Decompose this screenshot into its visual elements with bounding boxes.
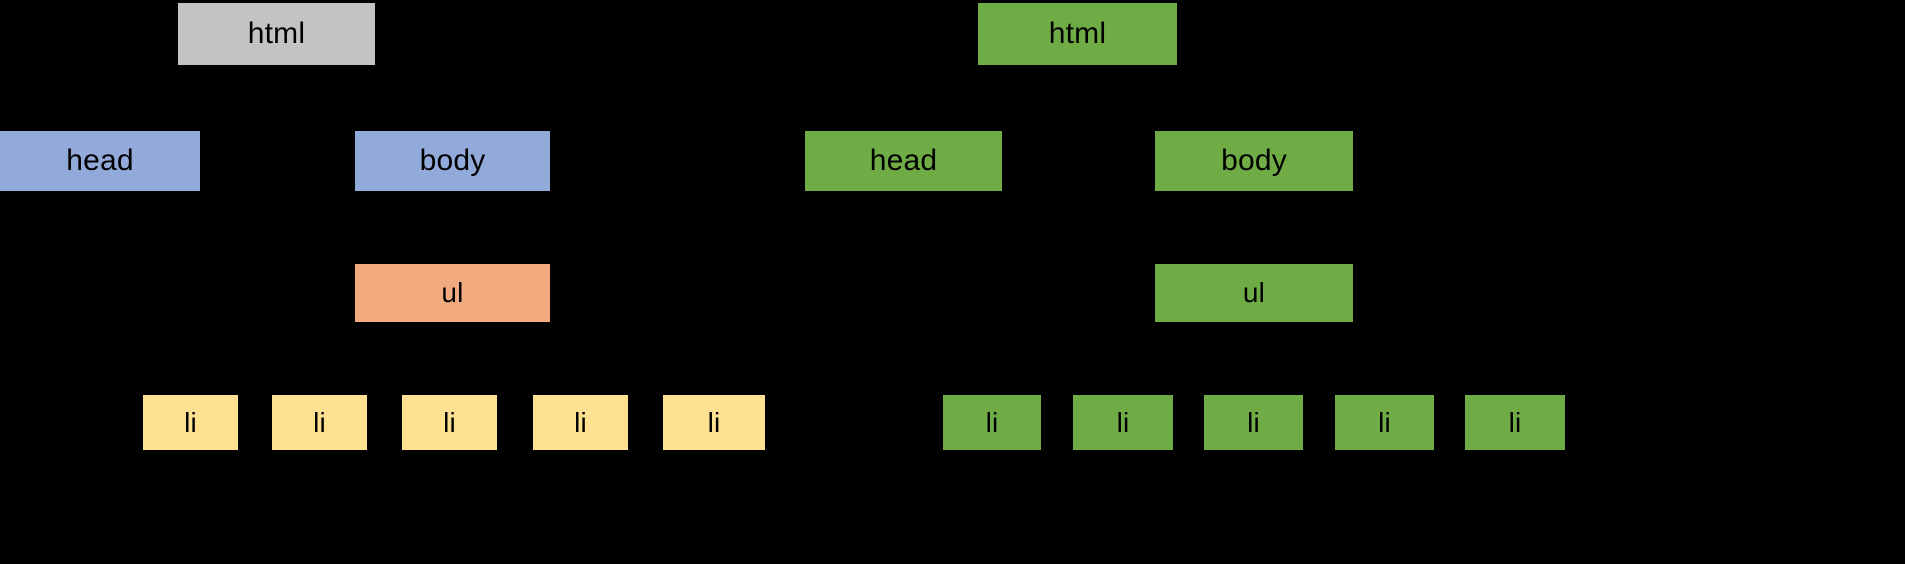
- tree-node-l-ul: ul: [355, 264, 550, 322]
- tree-node-l-li-2: li: [272, 395, 367, 450]
- tree-node-r-li-4: li: [1335, 395, 1434, 450]
- tree-node-r-body: body: [1155, 131, 1353, 191]
- tree-node-r-li-3: li: [1204, 395, 1303, 450]
- tree-node-r-li-1: li: [943, 395, 1041, 450]
- tree-node-r-li-2: li: [1073, 395, 1173, 450]
- tree-node-r-html: html: [978, 3, 1177, 65]
- tree-node-l-html: html: [178, 3, 375, 65]
- tree-node-l-body: body: [355, 131, 550, 191]
- tree-node-l-li-3: li: [402, 395, 497, 450]
- tree-node-l-li-1: li: [143, 395, 238, 450]
- tree-node-l-li-5: li: [663, 395, 765, 450]
- tree-node-l-head: head: [0, 131, 200, 191]
- tree-node-l-li-4: li: [533, 395, 628, 450]
- tree-node-r-ul: ul: [1155, 264, 1353, 322]
- tree-node-r-head: head: [805, 131, 1002, 191]
- tree-node-r-li-5: li: [1465, 395, 1565, 450]
